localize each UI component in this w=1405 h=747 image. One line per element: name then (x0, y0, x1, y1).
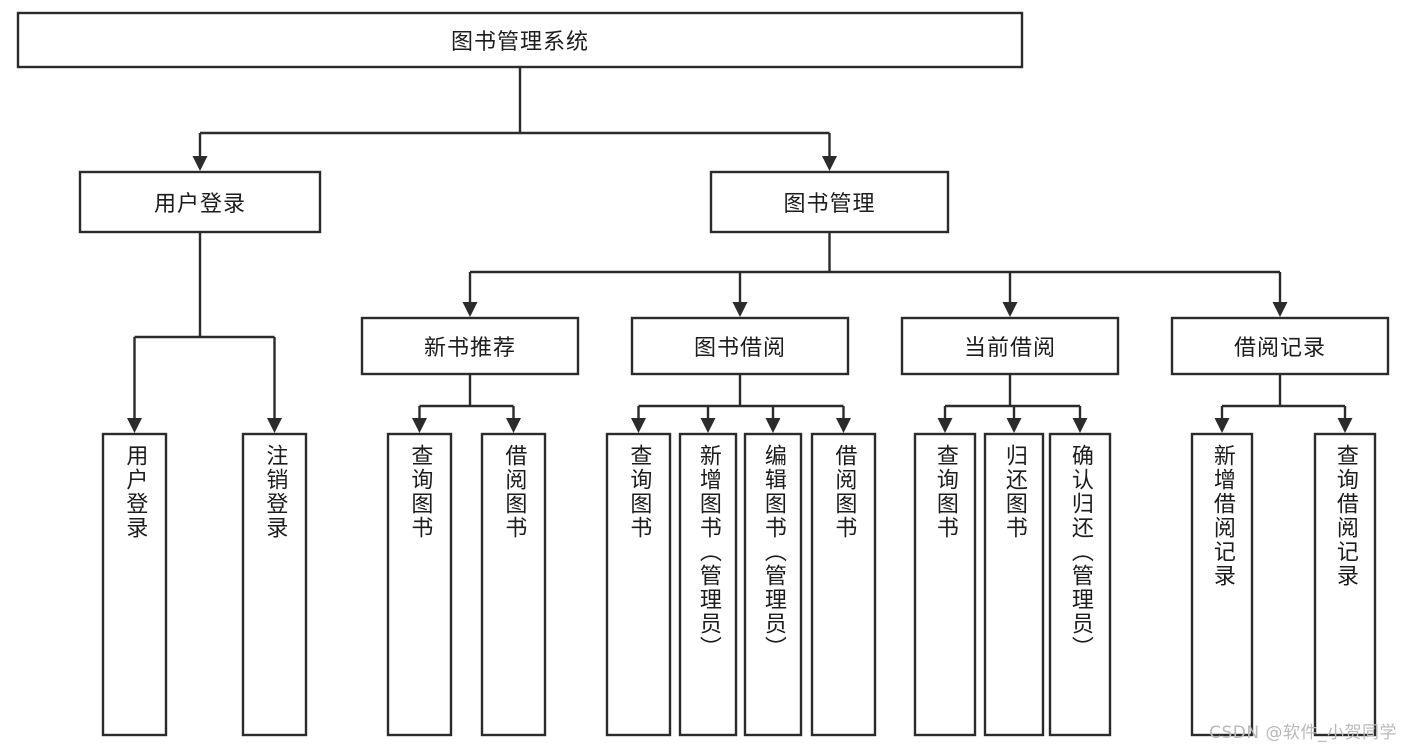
node-box-leaf-logout[interactable] (241, 432, 308, 737)
node-box-leaf-confirm-return[interactable] (1048, 432, 1112, 737)
node-box-leaf-return-book[interactable] (983, 432, 1045, 737)
node-box-leaf-query-book-1[interactable] (386, 432, 453, 737)
node-box-leaf-query-book-3[interactable] (913, 432, 977, 737)
node-box-borrow-record[interactable] (1170, 316, 1390, 376)
arrow-head-icon (506, 418, 521, 433)
arrow-head-icon (462, 302, 478, 317)
node-box-leaf-edit-book[interactable] (743, 432, 803, 737)
arrow-head-icon (822, 156, 837, 171)
connector-layer (127, 67, 1353, 433)
node-box-book-borrow[interactable] (630, 316, 850, 376)
node-box-leaf-borrow-book-1[interactable] (480, 432, 547, 737)
node-box-new-book-recommend[interactable] (360, 316, 580, 376)
arrow-head-icon (192, 156, 208, 171)
node-box-leaf-borrow-book-2[interactable] (810, 432, 877, 737)
arrow-head-icon (836, 418, 851, 433)
node-box-leaf-user-login[interactable] (101, 432, 168, 737)
node-box-current-borrow[interactable] (900, 316, 1120, 376)
arrow-head-icon (765, 418, 781, 433)
arrow-head-icon (937, 418, 953, 433)
node-box-leaf-add-book[interactable] (678, 432, 738, 737)
arrow-head-icon (127, 418, 142, 433)
node-box-layer (16, 11, 1390, 737)
arrow-head-icon (1006, 418, 1022, 433)
arrow-head-icon (631, 418, 646, 433)
arrow-head-icon (1002, 302, 1018, 317)
node-box-leaf-query-record[interactable] (1313, 432, 1377, 737)
node-box-book-manage[interactable] (709, 170, 950, 234)
node-box-leaf-add-record[interactable] (1190, 432, 1254, 737)
node-box-root[interactable] (16, 11, 1024, 69)
arrow-head-icon (732, 302, 748, 317)
node-box-user-login[interactable] (78, 170, 322, 234)
node-box-leaf-query-book-2[interactable] (605, 432, 672, 737)
arrow-head-icon (1214, 418, 1230, 433)
arrow-head-icon (1272, 302, 1288, 317)
arrow-head-icon (412, 418, 427, 433)
arrow-head-icon (1072, 418, 1088, 433)
arrow-head-icon (267, 418, 282, 433)
arrow-head-icon (700, 418, 716, 433)
arrow-head-icon (1337, 418, 1353, 433)
watermark-text: CSDN @软件_小贺同学 (1209, 723, 1397, 743)
